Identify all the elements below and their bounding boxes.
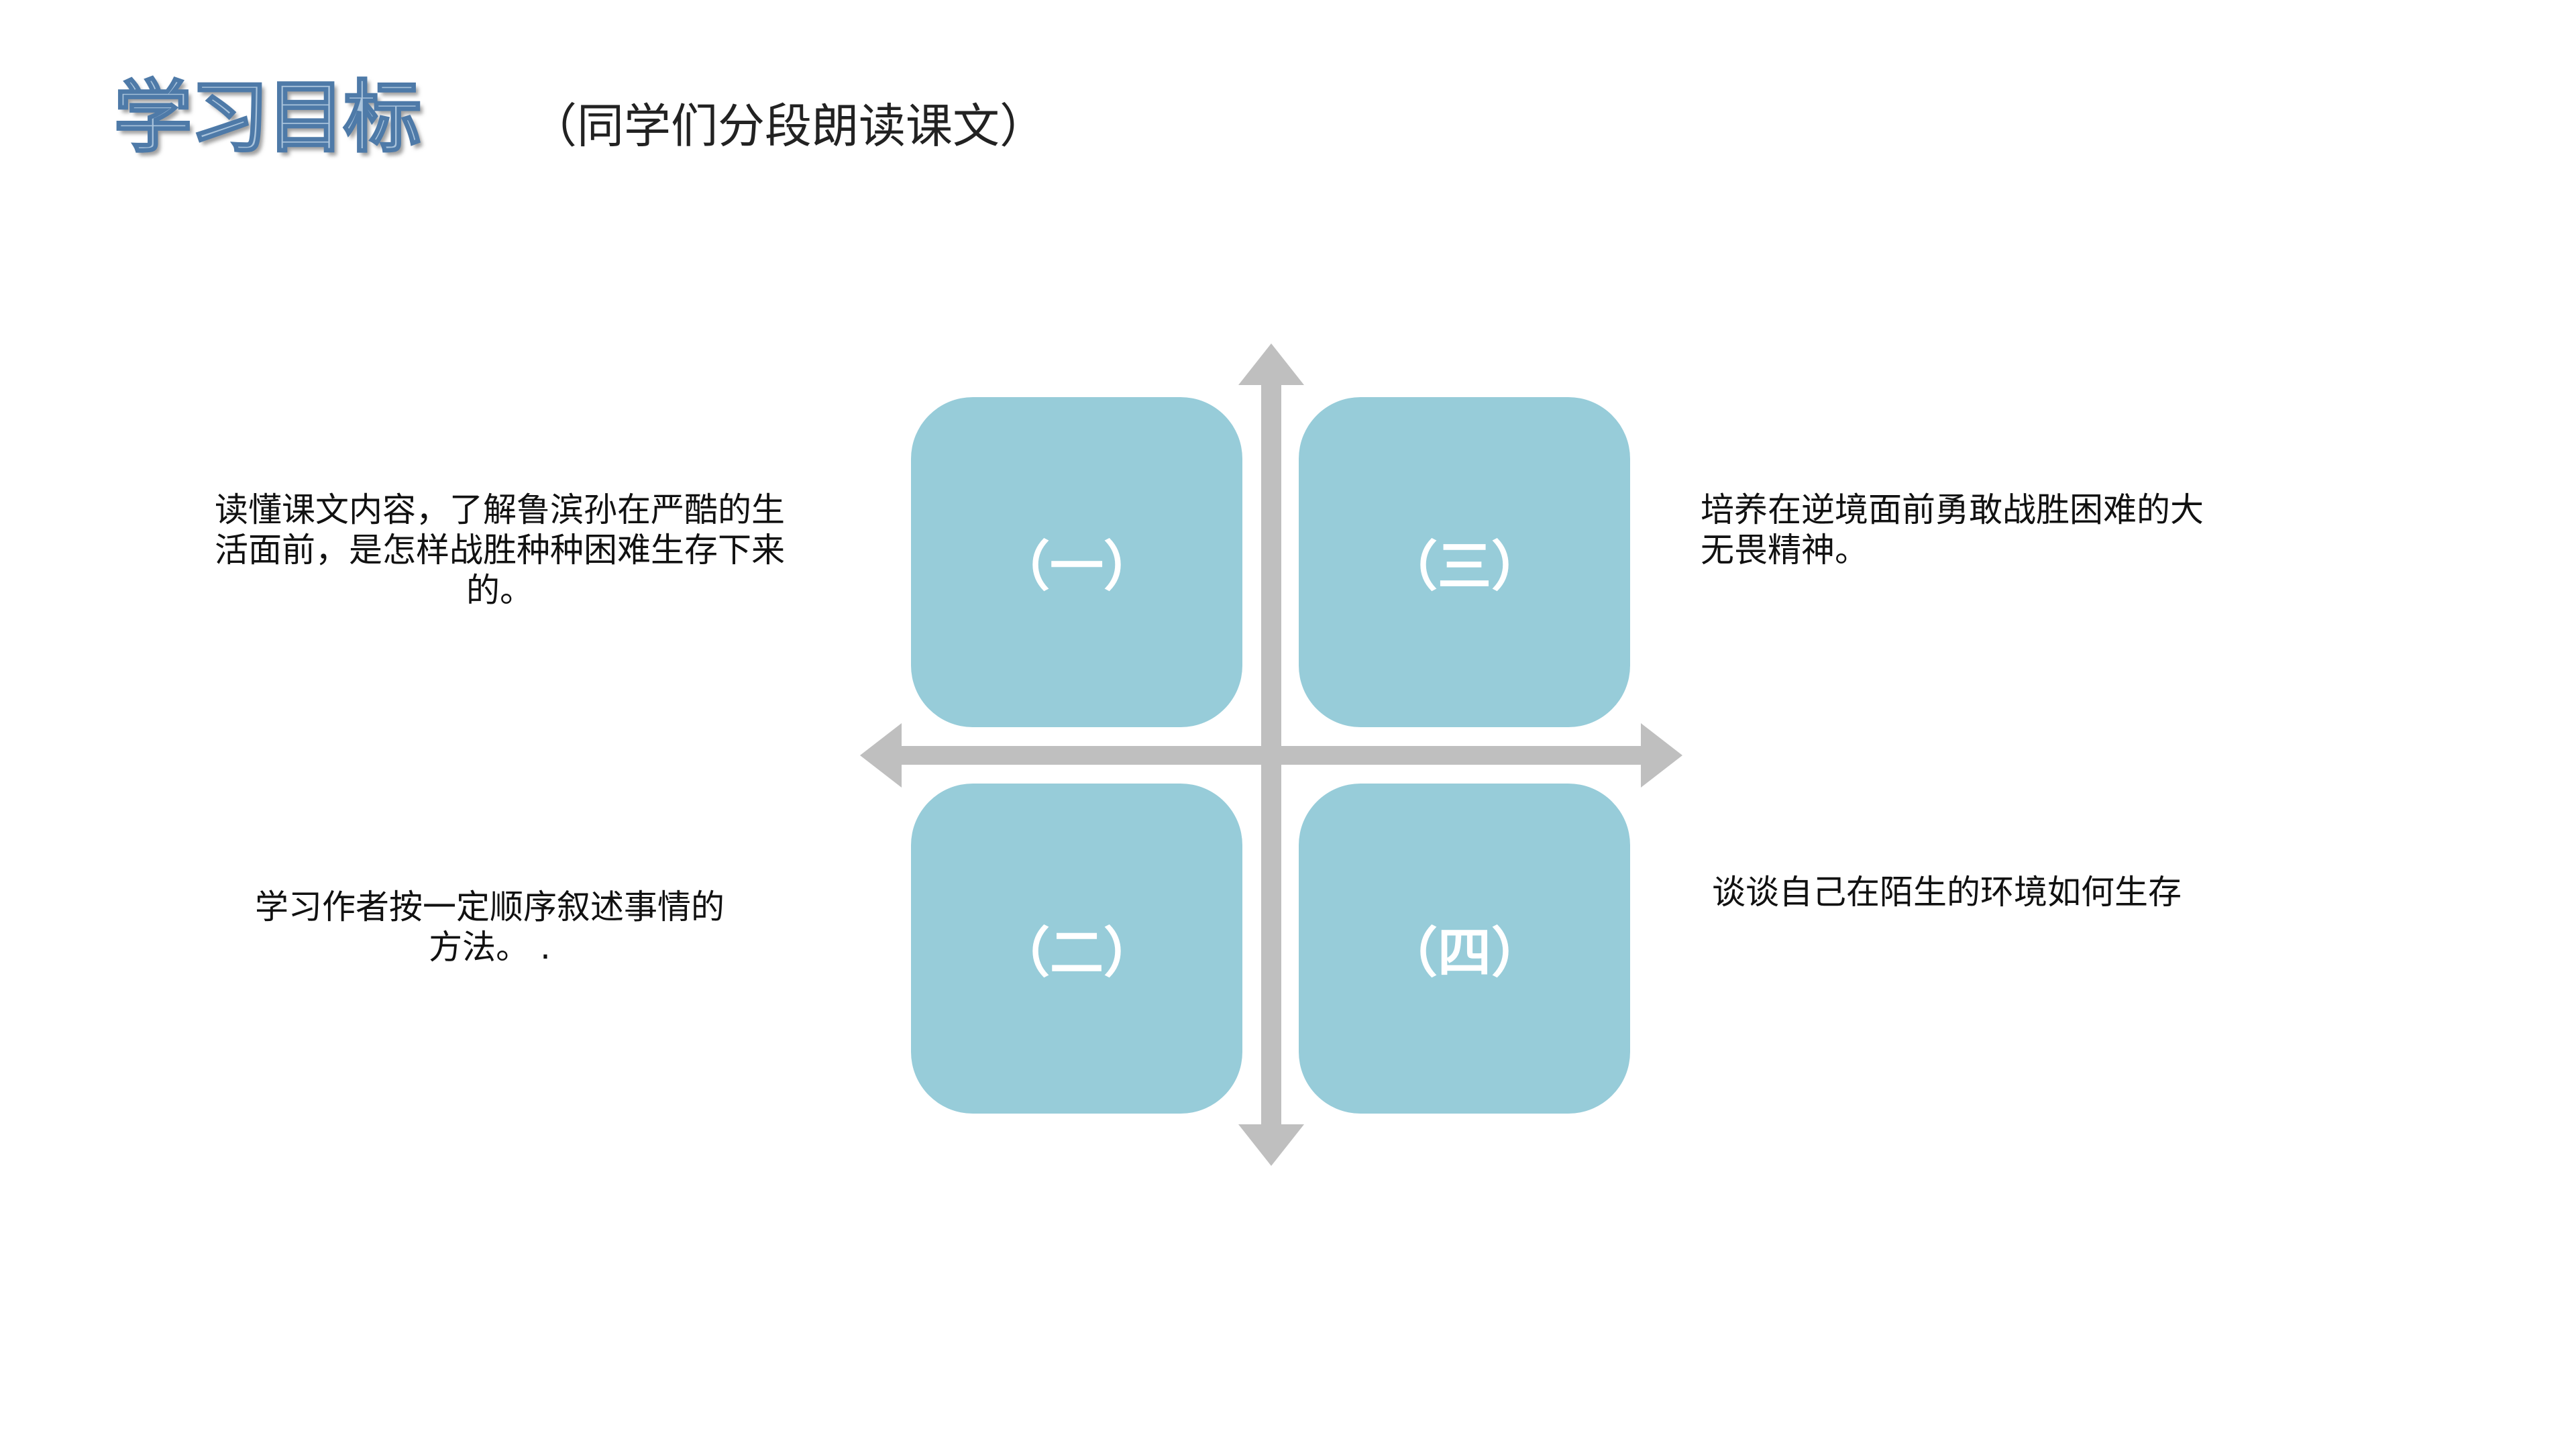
quadrant-label-3: （三） xyxy=(1384,535,1545,598)
page-title: 学习目标 xyxy=(113,72,423,163)
arrow-down-icon xyxy=(1238,1124,1304,1166)
cross-arrows xyxy=(860,343,1682,1166)
objective-text-2: 学习作者按一定顺序叙述事情的方法。 . xyxy=(255,888,724,967)
quadrant-box-1: （一） xyxy=(911,397,1242,727)
quadrant-label-1: （一） xyxy=(996,535,1157,598)
quadrant-box-3: （三） xyxy=(1299,397,1630,727)
objective-text-3: 培养在逆境面前勇敢战胜困难的大无畏精神。 xyxy=(1701,490,2204,570)
arrow-left-icon xyxy=(860,723,902,788)
arrow-right-icon xyxy=(1641,723,1682,788)
objective-text-1: 读懂课文内容，了解鲁滨孙在严酷的生活面前，是怎样战胜种种困难生存下来的。 xyxy=(215,490,785,610)
quadrant-box-4: （四） xyxy=(1299,784,1630,1114)
quadrant-box-2: （二） xyxy=(911,784,1242,1114)
horizontal-arrow-shaft xyxy=(892,746,1650,765)
quadrant-diagram: （一） （三） （二） （四） xyxy=(852,335,1690,1174)
objective-text-4: 谈谈自己在陌生的环境如何生存 xyxy=(1712,873,2182,912)
arrow-up-icon xyxy=(1238,343,1304,385)
page-subtitle: （同学们分段朗读课文） xyxy=(530,99,1046,154)
quadrant-label-2: （二） xyxy=(996,922,1157,984)
quadrant-label-4: （四） xyxy=(1384,922,1545,984)
